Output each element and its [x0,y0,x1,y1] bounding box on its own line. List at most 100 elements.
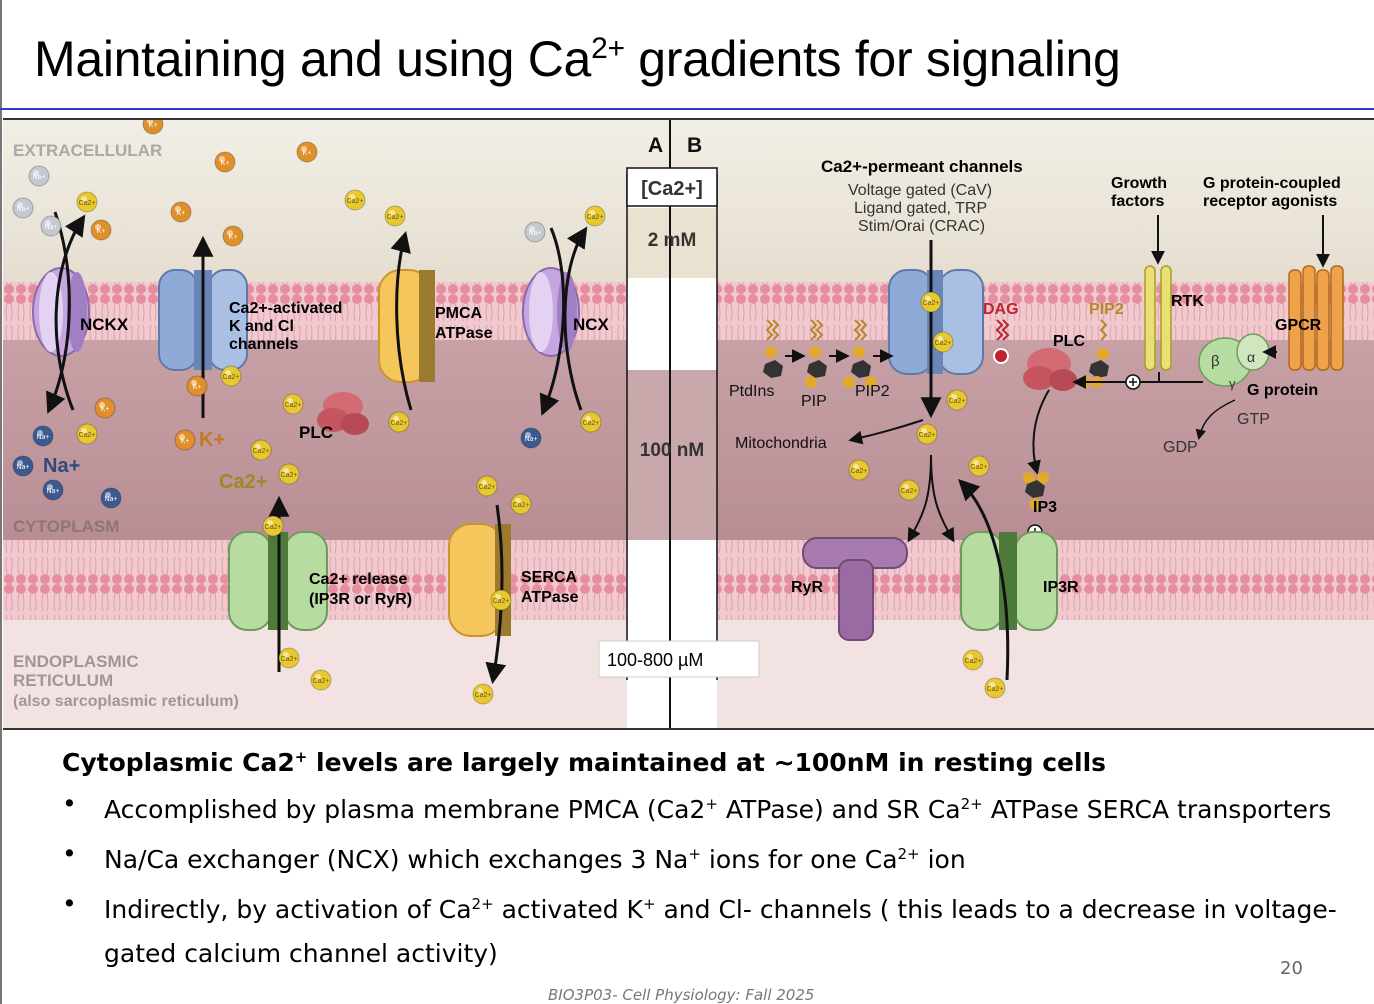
lead-suffix: levels are largely maintained at ~100nM … [307,748,1107,777]
b1-sup2: 2+ [960,795,983,813]
ion-k-5: K+ [222,225,244,247]
ion-ca-34: Ca2+ [472,683,494,705]
b3-sup1: 2+ [471,895,494,913]
label-ncx: NCX [573,315,610,334]
svg-text:Ca2+: Ca2+ [285,402,302,409]
title-prefix: Maintaining and using Ca [34,31,592,87]
label-gpcr-agonist-line1: G protein-coupled [1203,175,1341,192]
label-ca-release-line1: Ca2+ release [309,571,407,588]
ion-k-4: K+ [90,219,112,241]
label-er-line1: ENDOPLASMIC [13,652,139,671]
label-mitochondria: Mitochondria [735,435,827,452]
ion-naf-12: Na+ [524,221,546,243]
label-extracellular: EXTRACELLULAR [13,141,162,160]
svg-text:Ca2+: Ca2+ [987,686,1004,693]
ryr-receptor [802,537,908,641]
svg-text:Ca2+: Ca2+ [587,214,604,221]
ion-k-17: K+ [94,397,116,419]
svg-text:Ca2+: Ca2+ [949,398,966,405]
svg-text:Ca2+: Ca2+ [851,468,868,475]
svg-text:Ca2+: Ca2+ [281,472,298,479]
b1-a: Accomplished by plasma membrane PMCA (Ca… [104,795,706,824]
column-label-b: B [687,134,702,157]
label-pip2-bottom: PIP2 [855,383,890,400]
ion-na-22: Na+ [100,487,122,509]
label-ca-release-line2: (IP3R or RyR) [309,591,412,608]
ion-ca-39: Ca2+ [916,423,938,445]
ion-naf-7: Na+ [12,197,34,219]
pmca-arrow [390,230,413,411]
ip3-molecule [1023,472,1049,510]
label-growth-line2: factors [1111,193,1164,210]
ion-ca-14: Ca2+ [220,365,242,387]
label-permeant-1: Voltage gated (CaV) [848,182,992,199]
left-edge-rule [0,0,2,1004]
svg-text:Na+: Na+ [44,224,57,231]
svg-text:K+: K+ [177,210,186,217]
label-pmca-line1: PMCA [435,305,483,322]
ion-ca-35: Ca2+ [490,589,512,611]
ion-ca-10: Ca2+ [344,189,366,211]
b2-a: Na/Ca exchanger (NCX) which exchanges 3 … [104,845,689,874]
label-serca-line2: ATPase [521,589,579,606]
svg-text:Ca2+: Ca2+ [901,488,918,495]
svg-text:Ca2+: Ca2+ [919,432,936,439]
label-serca-line1: SERCA [521,569,577,586]
ion-k-2: K+ [296,141,318,163]
svg-text:K+: K+ [101,406,110,413]
svg-text:Ca2+: Ca2+ [475,692,492,699]
bullet-list: Accomplished by plasma membrane PMCA (Ca… [62,782,1342,976]
ion-k-1: K+ [214,151,236,173]
ion-naf-8: Na+ [40,215,62,237]
lead-statement: Cytoplasmic Ca2+ levels are largely main… [62,738,1342,782]
svg-text:Ca2+: Ca2+ [583,420,600,427]
svg-text:Na+: Na+ [46,488,59,495]
ncx-exchanger [522,267,580,357]
label-permeant-2: Ligand gated, TRP [854,200,987,217]
ion-na-19: Na+ [32,425,54,447]
label-nckx: NCKX [80,315,129,334]
title-superscript: 2+ [591,32,625,65]
nckx-arrow-out [54,214,86,411]
ion-ca-25: Ca2+ [278,463,300,485]
label-er-line2: RETICULUM [13,671,113,690]
b3-sup2: + [642,895,656,913]
svg-text:K+: K+ [229,234,238,241]
ion-ca-18: Ca2+ [76,423,98,445]
label-growth-line1: Growth [1111,175,1167,192]
gtp-gdp-arrow [1195,399,1236,441]
column-label-a: A [648,134,663,157]
label-na-plus: Na+ [43,455,80,477]
svg-text:K+: K+ [181,438,190,445]
ion-ca-24: Ca2+ [250,439,272,461]
ca-activated-kcl-channel [158,269,248,371]
label-kcl-line2: K and Cl [229,318,294,335]
svg-text:Na+: Na+ [16,464,29,471]
label-kcl-line3: channels [229,336,298,353]
bullet-item-3: Indirectly, by activation of Ca2+ activa… [62,882,1342,976]
mitochondria-arrow [848,419,924,445]
label-permeant-title: Ca2+-permeant channels [821,157,1023,176]
svg-text:Na+: Na+ [528,230,541,237]
svg-text:Ca2+: Ca2+ [923,300,940,307]
ip3r-receptor [960,531,1058,631]
ion-k-23: K+ [174,429,196,451]
svg-text:K+: K+ [303,150,312,157]
figure-svg: A B [Ca2+] 2 mM 100 nM 100-800 µM EXTRAC… [3,120,1374,728]
ion-k-0: K+ [142,120,164,135]
svg-text:K+: K+ [97,228,106,235]
calcium-signaling-figure: A B [Ca2+] 2 mM 100 nM 100-800 µM EXTRAC… [3,118,1374,730]
ion-ca-31: Ca2+ [262,515,284,537]
svg-text:Ca2+: Ca2+ [513,502,530,509]
ion-na-20: Na+ [12,455,34,477]
label-ptdins: PtdIns [729,383,774,400]
svg-text:Na+: Na+ [524,436,537,443]
svg-text:K+: K+ [193,384,202,391]
ion-ca-11: Ca2+ [384,205,406,227]
label-ryr: RyR [791,579,823,596]
ptdins-lipid [763,319,783,378]
lead-sup: + [294,748,308,766]
ca-permeant-channel [888,269,984,375]
svg-text:K+: K+ [149,122,158,129]
svg-text:Ca2+: Ca2+ [79,200,96,207]
